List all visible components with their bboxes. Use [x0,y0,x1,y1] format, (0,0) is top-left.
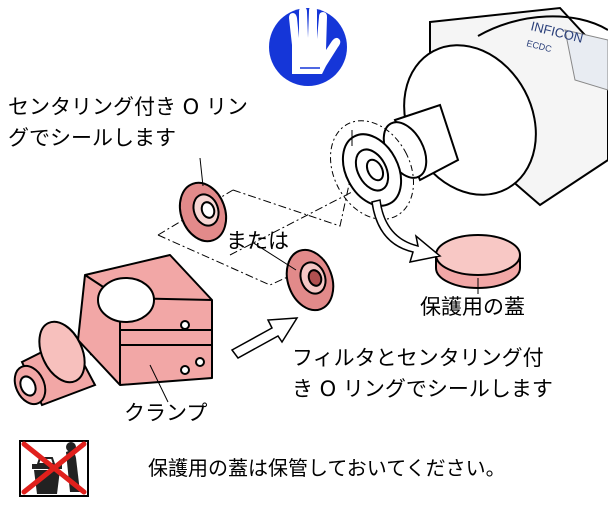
no-trash-disposal-icon [19,440,89,497]
clamp-label: クランプ [124,401,208,425]
protective-cap [435,234,521,289]
glove-hand-icon [269,6,347,86]
or-label: または [226,229,289,253]
removal-arrow-icon [371,199,442,263]
storage-note: 保護用の蓋は保管しておいてください。 [148,456,506,480]
filter-oring-label-line2: き O リングでシールします [292,377,553,401]
centering-oring-label-line2: グでシールします [8,126,176,150]
gauge-body [341,6,608,207]
flange-pipe [13,320,97,407]
clamp [77,254,213,386]
centering-oring-label-line1: センタリング付き O リン [8,95,248,119]
centering-oring [178,181,228,243]
filter-oring-label-line1: フィルタとセンタリング付 [292,346,544,370]
filter-oring [285,248,335,312]
leader-lines [149,130,479,403]
protective-cap-label: 保護用の蓋 [420,295,525,319]
assembly-arrow-icon [230,317,299,359]
flange-highlight-ring [330,120,414,220]
